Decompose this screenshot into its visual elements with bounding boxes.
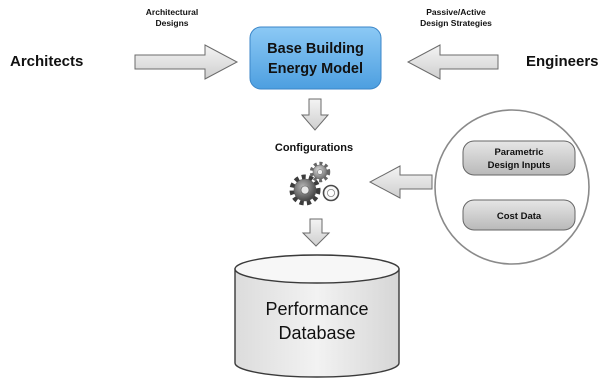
inputs-to-configurations-arrow <box>368 165 433 199</box>
model-to-configurations-arrow <box>300 98 330 131</box>
model-title-line1: Base Building <box>267 41 364 57</box>
inputs-circle: Parametric Design Inputs Cost Data <box>434 109 590 265</box>
large-gear-icon <box>289 174 321 206</box>
parametric-design-inputs-line1: Parametric <box>494 147 543 158</box>
model-title-line2: Energy Model <box>268 61 363 77</box>
gears-icon <box>289 161 340 206</box>
parametric-design-inputs-line2: Design Inputs <box>488 160 551 171</box>
design-strategies-label-line1: Passive/Active <box>426 7 486 17</box>
configurations-label: Configurations <box>275 142 353 154</box>
architects-label: Architects <box>10 53 83 70</box>
design-strategies-label-line2: Design Strategies <box>420 18 492 28</box>
performance-database-cylinder: Performance Database <box>234 254 400 378</box>
medium-gear-icon <box>309 161 331 183</box>
engineers-to-model-arrow <box>406 44 499 80</box>
cost-data-label: Cost Data <box>497 211 542 222</box>
parametric-design-inputs-pill: Parametric Design Inputs <box>462 140 576 176</box>
database-label-line1: Performance <box>265 299 368 319</box>
configurations-to-database-arrow <box>301 218 331 247</box>
architects-to-model-arrow <box>134 44 239 80</box>
engineers-label: Engineers <box>526 53 599 70</box>
small-ring-icon <box>322 184 340 202</box>
database-label-line2: Database <box>278 323 355 343</box>
architectural-designs-label-line2: Designs <box>155 18 188 28</box>
base-building-energy-model-box: Base Building Energy Model <box>249 26 382 90</box>
architectural-designs-label-line1: Architectural <box>146 7 198 17</box>
cost-data-pill: Cost Data <box>462 199 576 231</box>
